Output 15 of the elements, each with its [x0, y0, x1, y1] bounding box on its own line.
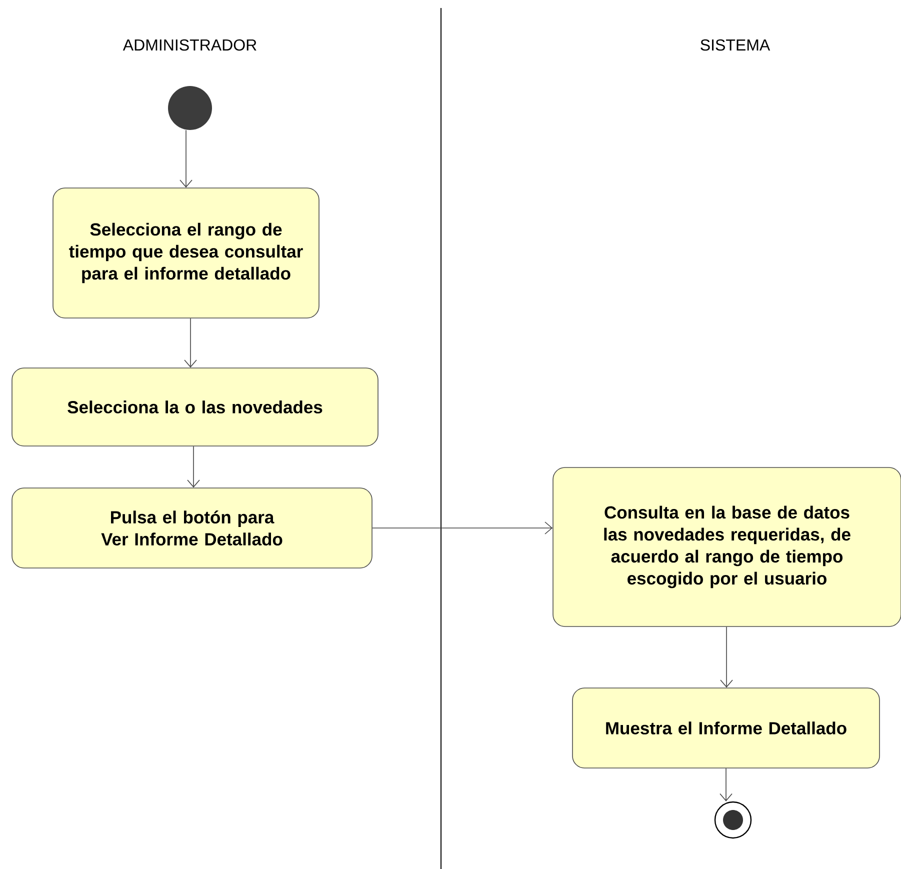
arrow: [720, 626, 733, 688]
action-box: Consulta en la base de datos las novedades requeridas, de acuerdo al rango de tiempo escogido por el usuario: [552, 467, 901, 627]
action-box: Selecciona la o las novedades: [12, 368, 378, 446]
start-node: [168, 86, 212, 130]
arrow: [180, 130, 192, 188]
action-box: Muestra el Informe Detallado: [572, 688, 880, 768]
arrow: [184, 318, 197, 368]
action-box: Pulsa el botón para Ver Informe Detallado: [12, 488, 372, 568]
lane-header: ADMINISTRADOR: [122, 39, 256, 51]
end-node: [714, 801, 752, 839]
lane-header: SISTEMA: [700, 39, 770, 51]
arrow: [187, 446, 200, 488]
arrow: [720, 768, 732, 802]
action-box: Selecciona el rango de tiempo que desea consultar para el informe detallado: [52, 188, 320, 318]
arrow: [372, 522, 553, 534]
